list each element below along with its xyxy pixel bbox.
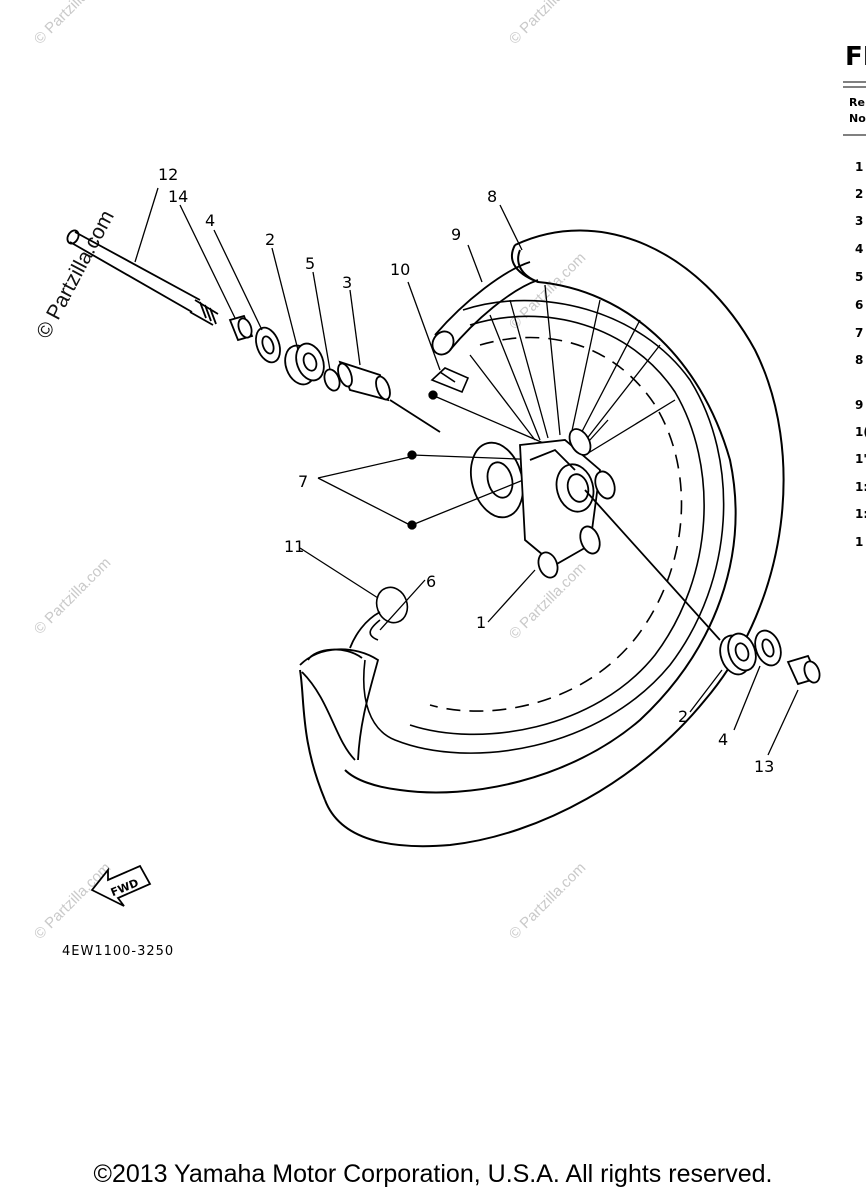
callout-10: 10 (390, 260, 410, 279)
rim-lock (369, 586, 409, 641)
hub (470, 428, 616, 579)
callout-13: 13 (754, 757, 774, 776)
watermark-6: © Partzilla.com (31, 859, 114, 942)
row-no: 1: (855, 507, 866, 521)
parts-list-panel: Re No 1 2 3 4 5 6 7 8 9 1( 1' 1: 1: 1 (843, 81, 866, 549)
watermark-2: © Partzilla.com (506, 0, 589, 48)
row-no: 6 (855, 298, 863, 312)
right-hardware (584, 489, 821, 686)
row-no: 5 (855, 270, 863, 284)
callout-5: 5 (305, 254, 315, 273)
row-no: 4 (855, 242, 863, 256)
copyright-notice: ©2013 Yamaha Motor Corporation, U.S.A. A… (93, 1160, 773, 1188)
row-no: 7 (855, 326, 863, 340)
row-no: 1: (855, 480, 866, 494)
callout-leaders (134, 187, 799, 756)
panel-title: FI (845, 42, 866, 72)
watermark-3: © Partzilla.com (31, 554, 114, 637)
callout-4: 4 (205, 211, 215, 230)
rim-band (299, 611, 381, 761)
callout-1: 1 (476, 613, 486, 632)
tube (431, 261, 539, 356)
row-no: 1' (855, 452, 866, 466)
callout-8: 8 (487, 187, 497, 206)
axle (66, 229, 219, 326)
row-no: 3 (855, 214, 863, 228)
callout-14: 14 (168, 187, 188, 206)
watermark-dark: © Partzilla.com (32, 207, 119, 343)
callout-7: 7 (298, 472, 308, 491)
row-no: 8 (855, 353, 863, 367)
valve (430, 367, 470, 394)
callout-9: 9 (451, 225, 461, 244)
callout-11: 11 (284, 537, 304, 556)
watermark-1: © Partzilla.com (31, 0, 114, 48)
callout-12: 12 (158, 165, 178, 184)
callout-4-right: 4 (718, 730, 728, 749)
rim (363, 299, 725, 754)
callout-6: 6 (426, 572, 436, 591)
col-ref: Re (849, 96, 865, 109)
left-hardware (228, 314, 441, 433)
row-no: 9 (855, 398, 863, 412)
callout-2: 2 (265, 230, 275, 249)
callout-2-right: 2 (678, 707, 688, 726)
watermark-7: © Partzilla.com (506, 859, 589, 942)
col-no: No (849, 112, 866, 125)
row-no: 1 (855, 535, 863, 549)
row-no: 1 (855, 160, 863, 174)
diagram-code: 4EW1100-3250 (62, 944, 175, 959)
callouts: 12 14 4 2 5 3 10 9 8 7 11 6 1 2 4 13 (158, 165, 774, 776)
row-no: 2 (855, 187, 863, 201)
watermarks: © Partzilla.com © Partzilla.com © Partzi… (31, 0, 589, 943)
row-no: 1( (855, 425, 866, 439)
callout-3: 3 (342, 273, 352, 292)
